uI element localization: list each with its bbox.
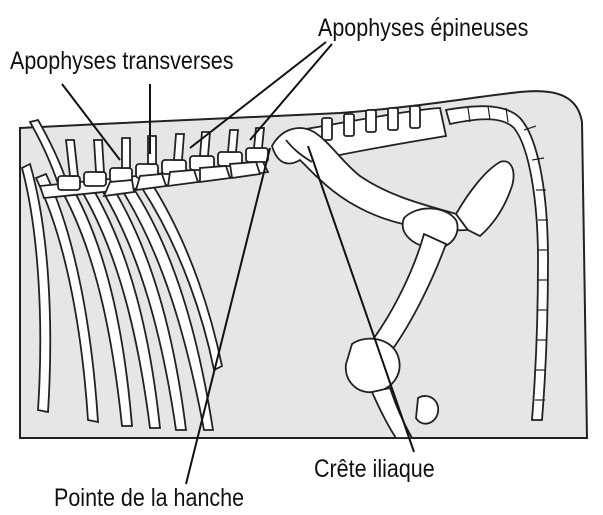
label-apophyses-transverses: Apophyses transverses <box>10 47 233 75</box>
sacral-spine <box>410 106 420 128</box>
vertebra <box>58 176 80 190</box>
spinous-process <box>228 130 238 152</box>
spinous-process <box>122 138 130 168</box>
hock <box>416 396 438 424</box>
label-apophyses-epineuses: Apophyses épineuses <box>318 14 528 42</box>
sacral-spine <box>344 114 354 136</box>
label-crete-iliaque: Crête iliaque <box>314 455 435 483</box>
vertebra <box>84 172 106 186</box>
sacral-spine <box>366 110 376 132</box>
spinous-process <box>94 140 104 172</box>
vertebra <box>246 148 268 162</box>
sacral-spine <box>322 118 332 140</box>
sacral-spine <box>388 108 398 130</box>
label-pointe-de-la-hanche: Pointe de la hanche <box>54 484 244 512</box>
spinous-process <box>174 134 184 160</box>
